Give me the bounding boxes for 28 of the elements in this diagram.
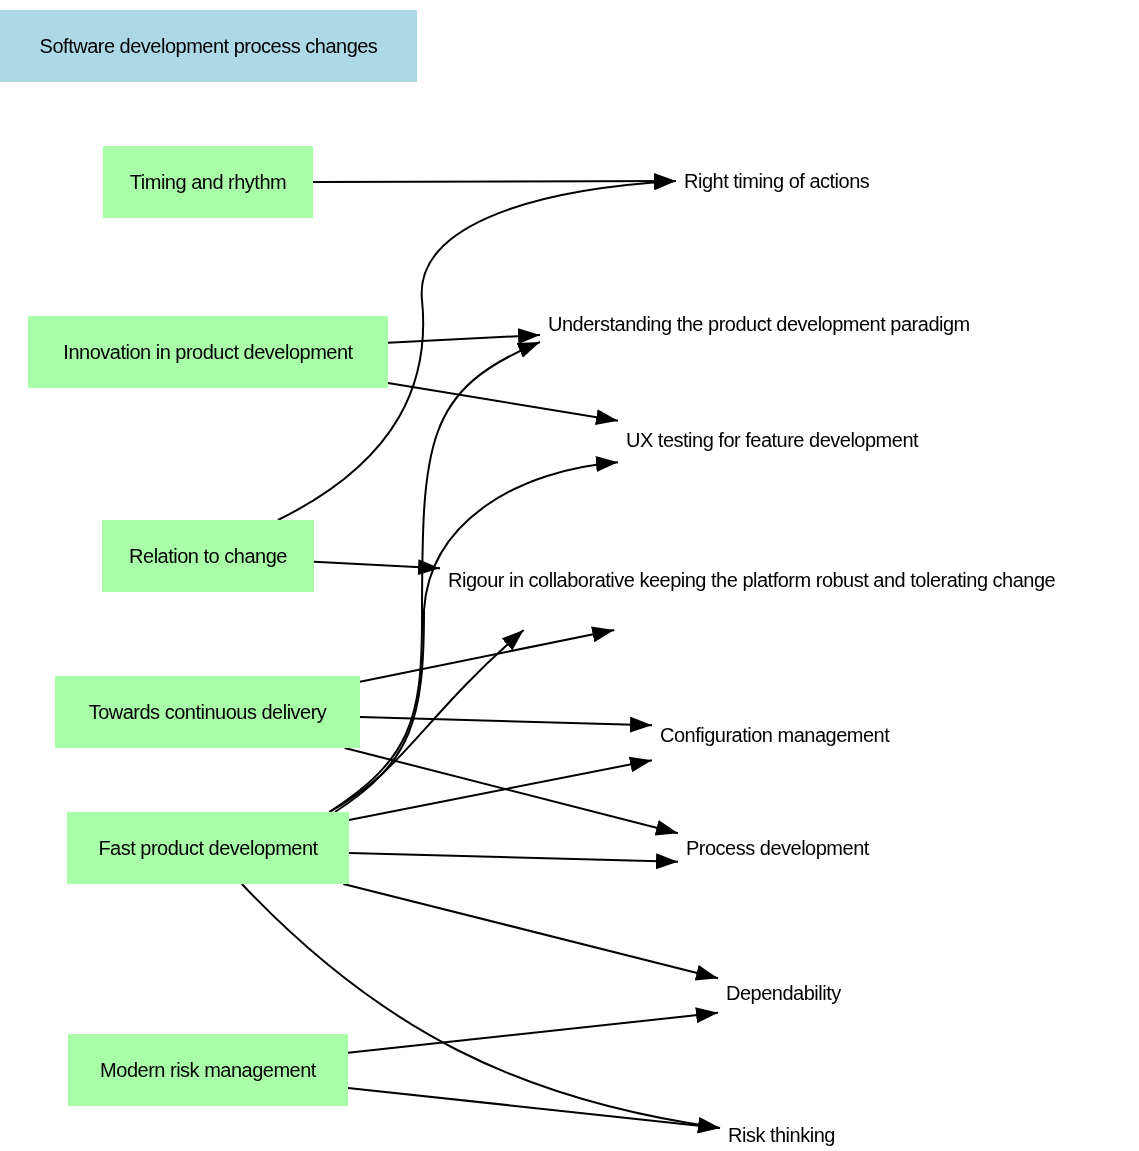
- arrow: [359, 716, 653, 733]
- outcome-label: UX testing for feature development: [618, 410, 978, 470]
- arrow: [347, 1087, 721, 1134]
- process-box: Timing and rhythm: [103, 146, 313, 218]
- arrow: [359, 626, 616, 683]
- outcome-label: Configuration management: [652, 700, 942, 770]
- arrow: [387, 381, 619, 426]
- process-box: Towards continuous delivery: [55, 676, 360, 748]
- process-box: Modern risk management: [68, 1034, 348, 1106]
- outcome-label: Understanding the product development paradigm: [540, 300, 1060, 348]
- arrow: [387, 328, 541, 345]
- outcome-label: Right timing of actions: [676, 166, 916, 196]
- title-box: Software development process changes: [0, 10, 417, 82]
- arrow: [328, 629, 525, 813]
- outcome-label: Process development: [678, 820, 918, 875]
- arrow: [313, 559, 441, 576]
- outcome-label: Rigour in collaborative keeping the platform robust and tolerating change: [440, 565, 1137, 630]
- process-box: Relation to change: [102, 520, 314, 592]
- arrow: [348, 852, 679, 870]
- outcome-label: Dependability: [718, 965, 878, 1020]
- arrow: [348, 756, 653, 821]
- arrow: [347, 1007, 719, 1054]
- arrow: [333, 456, 619, 813]
- process-box: Fast product development: [67, 812, 349, 884]
- process-box: Innovation in product development: [28, 316, 388, 388]
- arrow: [343, 747, 679, 836]
- arrow: [342, 883, 719, 981]
- outcome-label: Risk thinking: [720, 1118, 870, 1151]
